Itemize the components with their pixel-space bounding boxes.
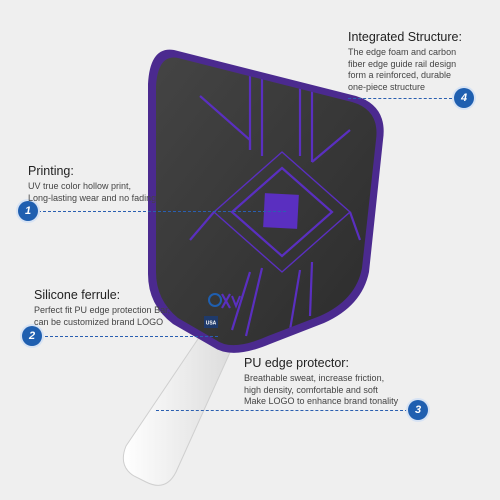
leader-line-structure [348,98,452,99]
callout-number-4: 4 [454,88,474,108]
callout-line: Long-lasting wear and no fading [28,192,157,203]
grip-handle [122,329,233,486]
leader-line-pu-edge [156,410,408,411]
callout-line: Make LOGO to enhance brand tonality [244,396,399,406]
callout-line: can be customized brand LOGO [34,316,164,327]
callout-line: Perfect fit PU edge protection Bar, [34,305,171,315]
callout-title: Printing: [28,164,74,178]
callout-number-2: 2 [22,326,42,346]
callout-line: UV true color hollow print, [28,181,132,191]
printed-diamond-pattern [189,60,362,337]
callout-title: Silicone ferrule: [34,288,121,302]
callout-line: The edge foam and carbon [348,47,457,57]
callout-line: one-piece structure [348,81,426,92]
callout-number-1: 1 [18,201,38,221]
callout-title: Integrated Structure: [348,30,462,44]
leader-line-ferrule [40,336,218,337]
callout-silicone-ferrule: Silicone ferrule: Perfect fit PU edge pr… [34,288,170,328]
callout-line: Breathable sweat, increase friction, [244,373,385,383]
usa-badge-text: USA [206,321,217,327]
callout-title: PU edge protector: [244,356,349,370]
callout-pu-edge-protector: PU edge protector: Breathable sweat, inc… [244,356,398,408]
brand-logo-icon [208,293,241,309]
callout-line: form a reinforced, durable [348,70,452,80]
callout-integrated-structure: Integrated Structure: The edge foam and … [348,30,462,93]
leader-line-printing [38,211,286,212]
callout-line: high density, comfortable and soft [244,384,378,395]
usa-badge-bg [204,316,218,328]
callout-line: fiber edge guide rail design [348,58,457,69]
callout-printing: Printing: UV true color hollow print, Lo… [28,164,156,204]
callout-number-3: 3 [408,400,428,420]
